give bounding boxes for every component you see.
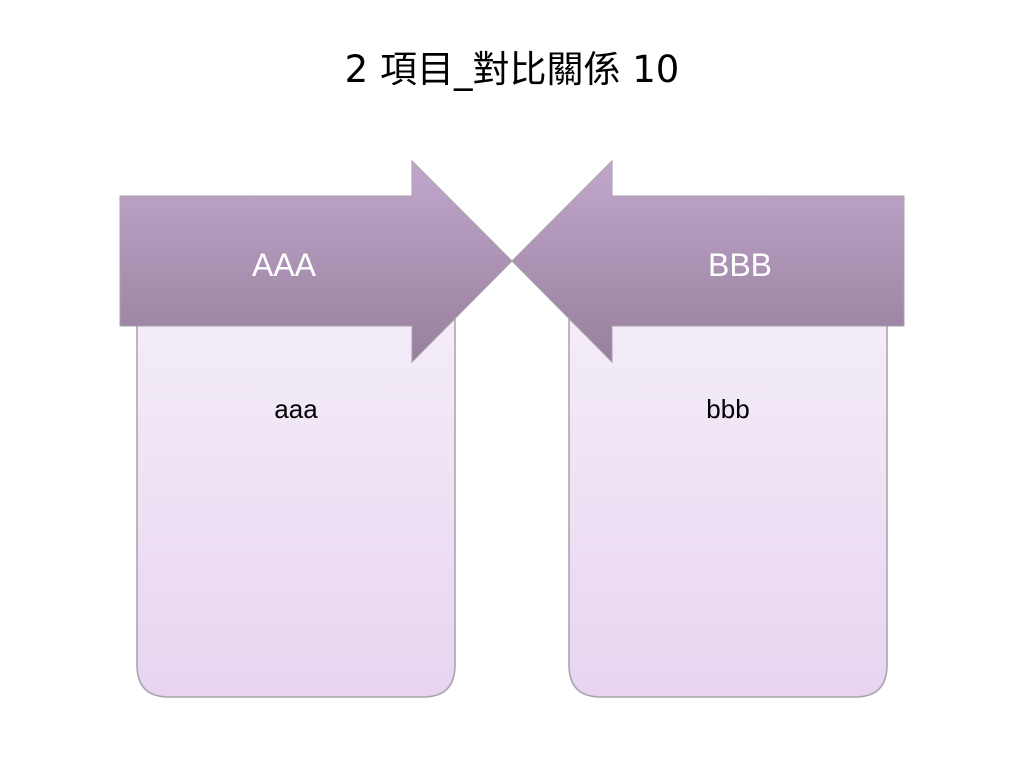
content-box-right [568, 299, 888, 698]
content-box-left [136, 299, 456, 698]
arrow-right-heading [511, 159, 905, 364]
item-heading-bbb: BBB [708, 247, 772, 283]
item-body-bbb: bbb [706, 394, 749, 424]
slide-title: 2 項目_對比關係 10 [344, 48, 680, 91]
item-heading-aaa: AAA [252, 247, 317, 283]
item-body-aaa: aaa [274, 394, 318, 424]
arrow-left-heading [119, 159, 513, 364]
